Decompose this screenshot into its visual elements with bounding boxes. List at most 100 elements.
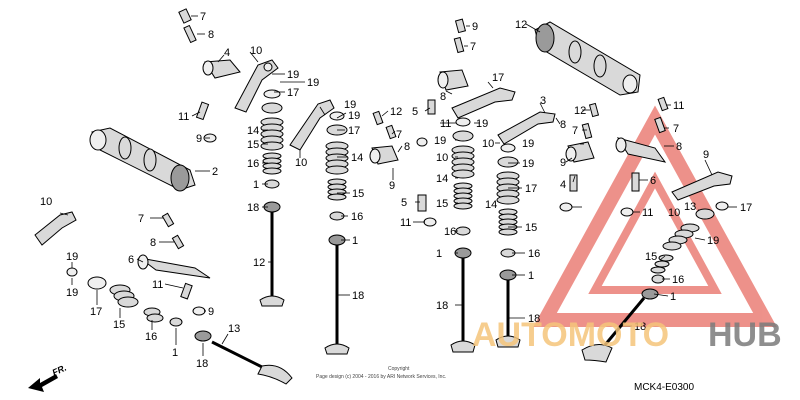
callout-11-c: 5 <box>401 197 407 209</box>
valve-stack-center <box>450 117 476 353</box>
lifter-center-left <box>369 145 399 165</box>
valve-stack-far-right <box>581 201 729 363</box>
camshaft-right <box>534 21 641 96</box>
watermark-text-automoto: AUTOMOTO <box>472 316 669 354</box>
callout-18-a: 18 <box>247 202 259 214</box>
rocker-arm-far-left <box>34 211 77 246</box>
spring-inner-far-left <box>143 307 164 323</box>
seal-far-left <box>169 317 183 327</box>
callout-18-d: 1 <box>436 248 442 260</box>
callout-19-b: 19 <box>307 77 319 89</box>
rocker-arm-far-right <box>671 171 733 201</box>
callout-5-b: 8 <box>440 91 446 103</box>
callout-10-c: 10 <box>40 196 52 208</box>
callout-12-c: 18 <box>436 300 448 312</box>
callout-14-c: 10 <box>436 152 448 164</box>
callout-16-d: 15 <box>436 198 448 210</box>
callout-6-a: 6 <box>128 254 134 266</box>
callout-14-b: 14 <box>351 152 363 164</box>
leader-lines <box>59 15 737 356</box>
washer-right-top <box>654 116 666 134</box>
callout-19-i: 10 <box>482 138 494 150</box>
callout-9-f: 11 <box>642 207 653 219</box>
callout-17-f: 10 <box>668 207 680 219</box>
callout-16-b: 16 <box>145 331 157 343</box>
callout-18-f: 1 <box>670 291 676 303</box>
valve-exhaust-far-left <box>211 340 293 385</box>
front-direction-arrow: FR. <box>28 363 68 392</box>
shim-right <box>620 207 634 217</box>
callout-15-e: 19 <box>707 235 719 247</box>
callout-18-b: 18 <box>196 358 208 370</box>
callout-11-a: 11 <box>178 111 189 123</box>
watermark-text-hub: HUB <box>708 316 782 354</box>
callout-10-f: 9 <box>703 149 709 161</box>
callout-9-d: 11 <box>400 217 411 229</box>
callout-12-b: 18 <box>352 290 364 302</box>
copyright-line-1: Copyright <box>388 366 410 372</box>
adjuster-right-upper <box>569 174 578 192</box>
diagram-code: MCK4-E0300 <box>634 382 694 393</box>
adjuster-left-top <box>195 101 210 121</box>
camshaft-left <box>89 127 196 192</box>
callout-19-d: 19 <box>66 287 78 299</box>
retainer-far-left <box>87 276 107 290</box>
rocker-shaft-left <box>202 59 241 79</box>
callout-7-b: 7 <box>138 213 144 225</box>
callout-15-b: 15 <box>113 319 125 331</box>
adjuster-right <box>631 172 640 192</box>
watermark-logo: AUTOMOTO HUB <box>472 316 782 354</box>
copyright-line-2: Page design (c) 2004 - 2016 by ARI Netwo… <box>316 374 446 380</box>
callout-10-a: 10 <box>250 45 262 57</box>
callout-19-a: 19 <box>287 69 299 81</box>
washer-left-lower <box>171 234 185 250</box>
callout-19-c: 19 <box>66 251 78 263</box>
cotter-far-left <box>66 267 78 277</box>
bolt-right-top <box>657 96 669 112</box>
callout-10-e: 3 <box>540 95 546 107</box>
bolt-left-lower <box>161 212 175 228</box>
callout-1-b: 1 <box>172 347 178 359</box>
callout-1-c: 16 <box>351 211 363 223</box>
callout-9-b: 9 <box>208 306 214 318</box>
callout-8-d: 7 <box>470 41 476 53</box>
rocker-arm-left-center <box>289 99 335 151</box>
callout-17-e: 19 <box>522 158 534 170</box>
callout-15-a: 15 <box>247 139 259 151</box>
washer-right-upper <box>581 122 593 140</box>
callout-7-d: 9 <box>472 21 478 33</box>
rocker-shaft-left-lower <box>137 254 211 279</box>
shim-left-lower <box>192 306 206 316</box>
callout-1-a: 1 <box>253 179 259 191</box>
shim-right-upper <box>559 202 573 212</box>
callout-9-c: 8 <box>404 141 410 153</box>
callout-16-f: 15 <box>645 251 657 263</box>
bolt-center-top <box>454 18 467 34</box>
callout-19-j: 19 <box>522 138 534 150</box>
lifter-right-upper <box>565 141 595 163</box>
callout-19-f: 19 <box>348 110 360 122</box>
callout-7-a: 7 <box>200 11 206 23</box>
callout-17-b: 17 <box>90 306 102 318</box>
callout-14-d: 17 <box>525 183 537 195</box>
shim-center-left-lower <box>423 217 437 227</box>
callout-13-a: 13 <box>228 323 240 335</box>
bolt-left-top <box>178 8 197 44</box>
callout-19-e: 19 <box>344 99 356 111</box>
callout-19-l: 13 <box>684 201 696 213</box>
callout-labels: 7 8 4 10 19 19 17 14 15 11 9 2 16 1 18 1… <box>40 11 752 370</box>
callout-16-e: 15 <box>525 222 537 234</box>
valve-stack-left <box>259 89 285 307</box>
callout-11-e: 4 <box>560 179 566 191</box>
bolt-center-left <box>372 110 384 126</box>
adjuster-left-lower <box>180 282 193 300</box>
valve-stack-left-center <box>324 111 350 355</box>
callout-18-c: 1 <box>352 235 358 247</box>
callout-16-a: 16 <box>247 158 259 170</box>
rocker-arm-center <box>451 87 516 119</box>
callout-19-k: 17 <box>740 202 752 214</box>
callout-8-f: 7 <box>673 123 679 135</box>
callout-2-a: 2 <box>212 166 218 178</box>
